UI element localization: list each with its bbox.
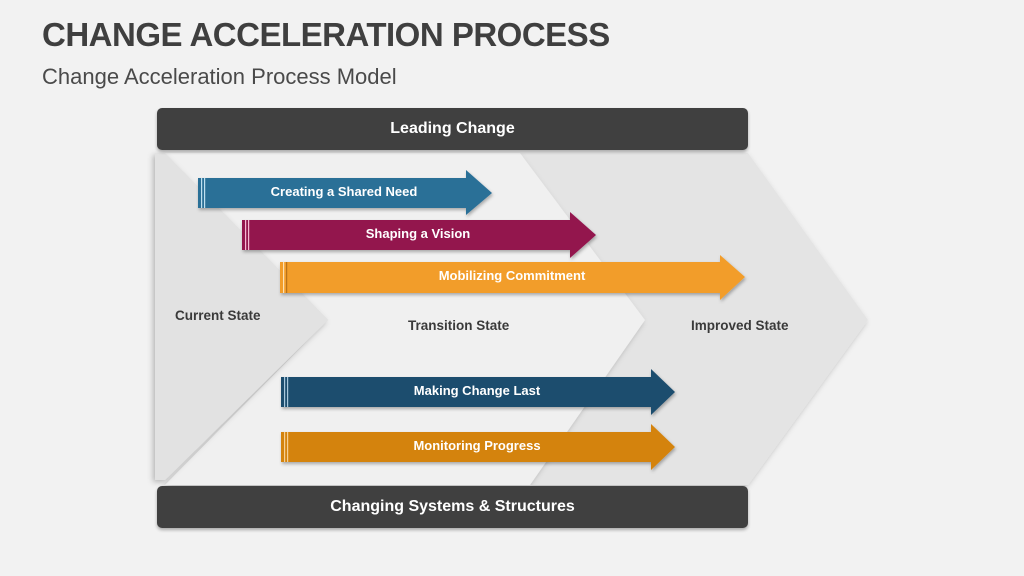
current-state-chevron: [155, 153, 328, 480]
arrow-label-shaping-vision: Shaping a Vision: [365, 226, 471, 241]
leading-change-bar: Leading Change: [157, 108, 748, 150]
arrow-mobilizing-commitment: [280, 255, 745, 300]
changing-systems-bar: Changing Systems & Structures: [157, 486, 748, 528]
arrow-label-mobilizing-commitment: Mobilizing Commitment: [438, 268, 586, 283]
transition-state-label: Transition State: [408, 318, 510, 333]
improved-state-label: Improved State: [691, 318, 789, 333]
arrow-monitoring-progress: [281, 424, 675, 470]
current-state-label: Current State: [175, 308, 261, 323]
page-title: CHANGE ACCELERATION PROCESS: [42, 16, 610, 53]
arrow-label-monitoring-progress: Monitoring Progress: [413, 438, 541, 453]
arrow-making-change-last: [281, 369, 675, 415]
arrow-label-creating-shared-need: Creating a Shared Need: [270, 184, 418, 199]
page-subtitle: Change Acceleration Process Model: [42, 64, 397, 89]
arrow-label-making-change-last: Making Change Last: [413, 383, 541, 398]
arrow-shaping-vision: [242, 212, 596, 258]
arrow-creating-shared-need: [198, 170, 492, 215]
